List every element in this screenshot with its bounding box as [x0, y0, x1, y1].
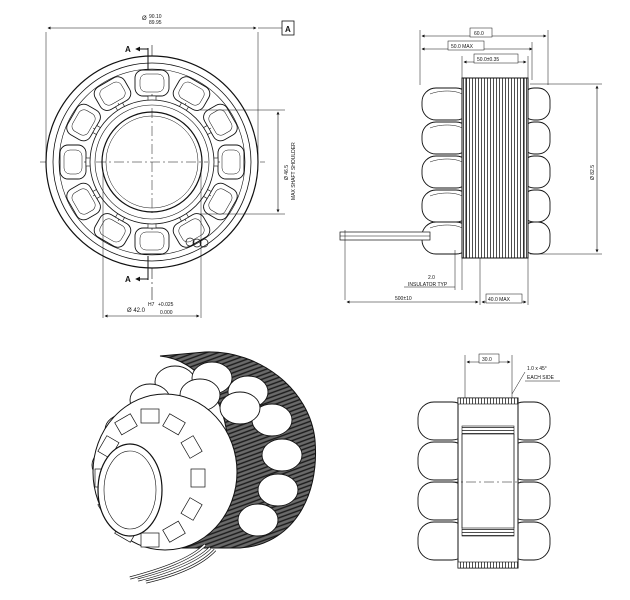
bore-tol-upper: +0.025 [158, 302, 174, 308]
datum-a: A [285, 25, 291, 34]
shoulder-note: MAX SHAFT SHOULDER [291, 142, 297, 200]
core-max: 40.0 MAX [488, 297, 511, 303]
outer-dia-upper: 90.10 [149, 14, 162, 20]
bore-dia: Ø 42.0 [127, 308, 146, 314]
iso-coil-head [237, 503, 279, 537]
coil [134, 69, 170, 102]
iso-coil-head [257, 473, 299, 507]
isometric-view [91, 351, 317, 584]
section-view: 30.0 1.0 x 45° EACH SIDE [417, 353, 560, 569]
outer-dia-lower: 89.95 [149, 20, 162, 26]
iso-coil-head [219, 391, 261, 425]
core-width: 50.0±0.35 [477, 57, 499, 63]
section-core [457, 397, 519, 569]
height-dia: Ø 82.5 [590, 165, 596, 180]
shoulder-dia: Ø 46.5 [284, 165, 290, 180]
section-label-top: A [125, 45, 131, 54]
laminated-core [461, 77, 529, 259]
iso-tooth [162, 520, 186, 543]
iso-tooth [190, 468, 206, 488]
datum-a-box [281, 20, 295, 36]
section-label-bottom: A [125, 275, 131, 284]
coil [172, 212, 211, 248]
coil [134, 222, 170, 255]
overall-width: 60.0 [474, 31, 484, 37]
lead-length: 500±10 [395, 296, 412, 302]
stator-coils [59, 69, 245, 255]
iso-tooth [114, 413, 138, 436]
bore-tol-class: H7 [148, 302, 155, 308]
bore-tol-lower: 0.000 [160, 310, 173, 316]
svg-text:Ø: Ø [142, 16, 147, 22]
chamfer: 1.0 x 45° [527, 366, 547, 372]
iso-tooth [140, 408, 160, 424]
section-core-width: 30.0 [482, 357, 492, 363]
coil [93, 212, 132, 248]
iso-tooth [180, 435, 203, 459]
iso-tooth [180, 497, 203, 521]
coil [172, 76, 211, 112]
side-view: 60.0 50.0 MAX 50.0±0.35 Ø 82.5 2.0 INSUL… [339, 27, 602, 305]
front-view: Ø 90.10 89.95 A A A Ø 46.5 MAX SHAFT SHO… [40, 14, 297, 318]
insulator-thk: 2.0 [428, 275, 435, 281]
coil [66, 182, 102, 221]
insulator-note: INSULATOR TYP [408, 282, 448, 288]
coil [93, 76, 132, 112]
coil [66, 103, 102, 142]
iso-coil-head [261, 438, 303, 472]
iso-tooth [162, 413, 186, 436]
max-width: 50.0 MAX [451, 44, 474, 50]
iso-tooth [140, 532, 160, 548]
chamfer-note: EACH SIDE [527, 375, 555, 381]
